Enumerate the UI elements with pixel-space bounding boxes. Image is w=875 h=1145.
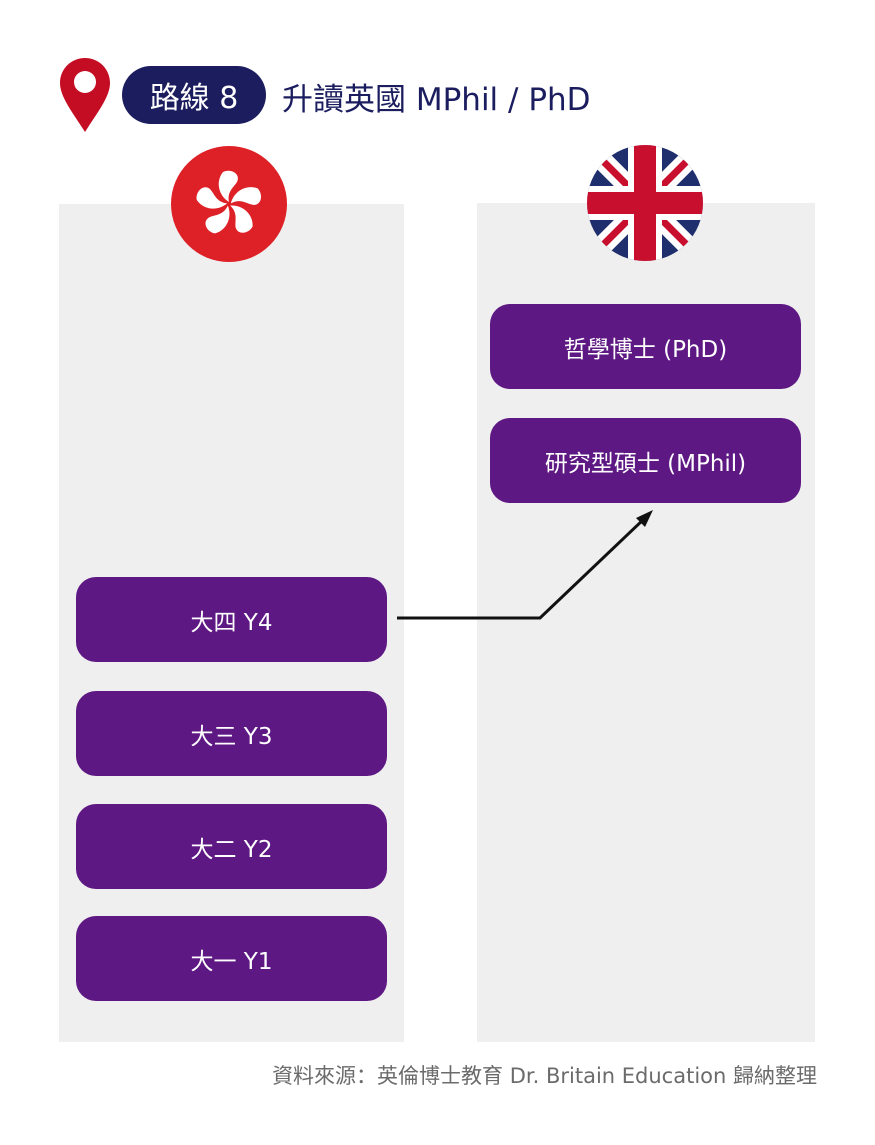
stage-y2: 大二 Y2 (76, 804, 387, 889)
hong-kong-flag-icon (171, 146, 287, 262)
stage-y3: 大三 Y3 (76, 691, 387, 776)
route-badge: 路線 8 (122, 66, 266, 124)
uk-flag-icon (587, 145, 703, 261)
page-title: 升讀英國 MPhil / PhD (282, 82, 591, 118)
location-pin-icon (60, 58, 110, 132)
stage-y1: 大一 Y1 (76, 916, 387, 1001)
stage-y4: 大四 Y4 (76, 577, 387, 662)
source-note: 資料來源：英倫博士教育 Dr. Britain Education 歸納整理 (272, 1064, 817, 1088)
stage-phd: 哲學博士 (PhD) (490, 304, 801, 389)
stage-mphil: 研究型碩士 (MPhil) (490, 418, 801, 503)
